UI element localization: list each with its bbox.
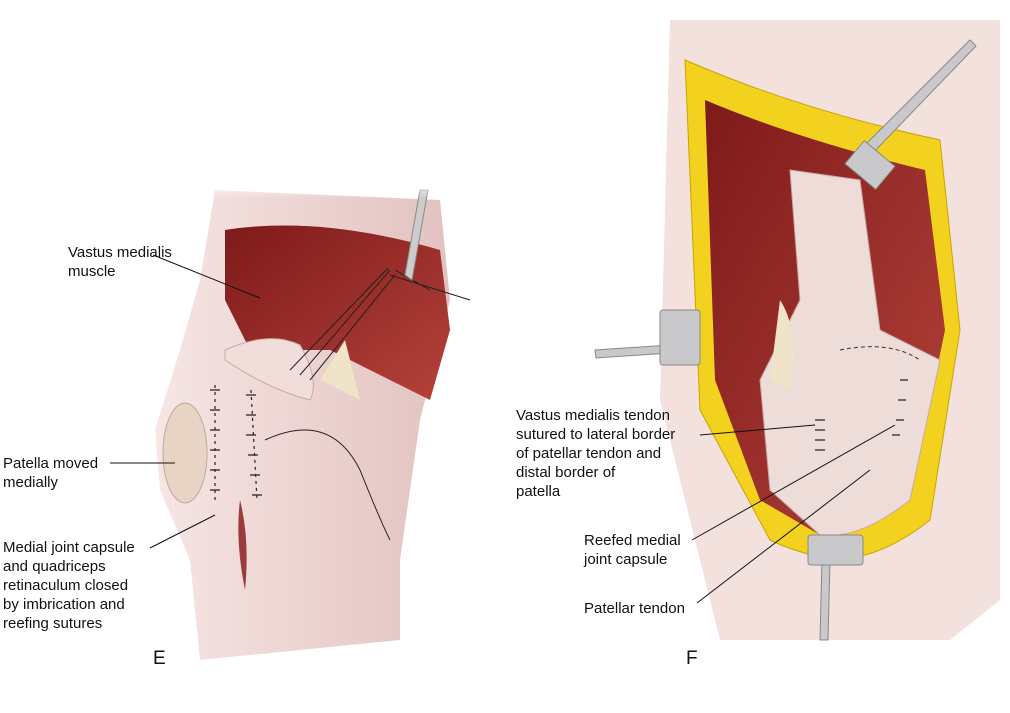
panel-e-knee bbox=[150, 180, 471, 660]
label-reefed-capsule: Reefed medial joint capsule bbox=[584, 532, 681, 568]
panel-letter-e: E bbox=[153, 648, 166, 669]
panel-f-knee bbox=[594, 20, 1000, 641]
label-patella: Patella moved medially bbox=[3, 455, 99, 491]
leader-lines bbox=[110, 254, 896, 604]
panel-letter-f: F bbox=[686, 648, 698, 669]
label-capsule: Medial joint capsule and quadriceps reti… bbox=[3, 539, 135, 632]
label-patellar-tendon: Patellar tendon bbox=[584, 600, 685, 617]
label-vastus-medialis: Vastus medialis muscle bbox=[68, 244, 172, 280]
label-vm-tendon: Vastus medialis tendon sutured to latera… bbox=[516, 407, 676, 500]
